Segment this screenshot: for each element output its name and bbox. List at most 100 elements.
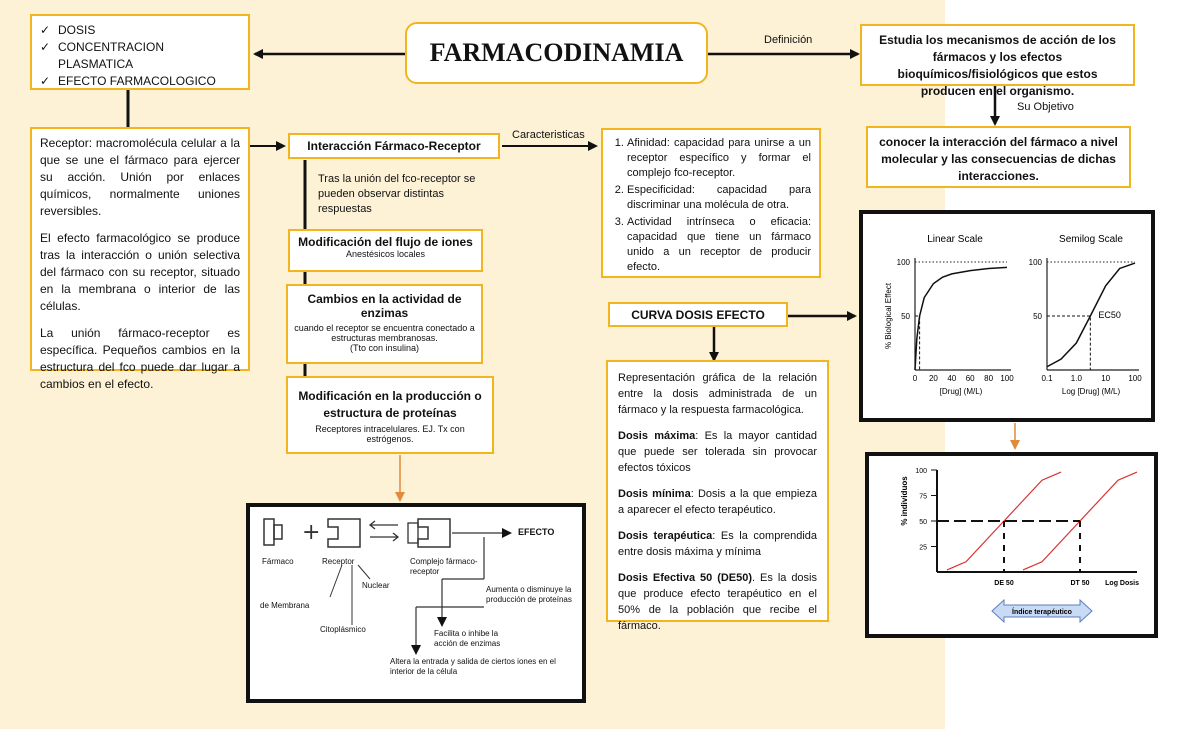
checklist-item: EFECTO FARMACOLOGICO [40,73,240,90]
curve-item: Dosis máxima: Es la mayor cantidad que p… [618,428,817,476]
response-title-proteins: Modificación en la producción o estructu… [298,389,482,420]
chart1-ylabel: % Biological Effect [884,282,893,349]
dist-xlabel: Log Dosis [1105,580,1139,587]
characteristics-list: Afinidad: capacidad para unirse a un rec… [609,136,811,275]
mech-receptor: Receptor [322,557,355,566]
chart1-xtick: 0 [913,374,918,383]
curve-item: Dosis terapéutica: Es la comprendida ent… [618,528,817,560]
curve-description-box: Representación gráfica de la relación en… [606,360,829,632]
curve-item-text: . Es la dosis que produce efecto terapéu… [618,572,817,632]
chart2-title: Semilog Scale [1059,234,1123,245]
response-box-enzymes: Cambios en la actividad de enzimas cuand… [286,284,483,364]
checklist-item: CONCENTRACION PLASMATICA [40,39,240,73]
dist-ylabel: % individuos [900,476,909,526]
definition-box: Estudia los mecanismos de acción de los … [860,24,1135,98]
chart1-ytick: 50 [901,312,910,321]
chart1-marker [915,315,921,370]
curve-description: Representación gráfica de la relación en… [618,372,817,416]
curve-title: CURVA DOSIS EFECTO [631,307,765,322]
checklist-item: DOSIS [40,22,240,39]
complex-shape [417,518,451,548]
characteristic-item: Afinidad: capacidad para unirse a un rec… [627,136,811,181]
chart1-series-line [914,266,1008,371]
checklist-box: DOSISCONCENTRACION PLASMATICAEFECTO FARM… [30,14,250,90]
receptor-p1: Receptor: macromolécula celular a la que… [40,136,240,218]
chart2-xtick: 1.0 [1071,374,1083,383]
chart2-series-line [1046,262,1136,368]
definition-text: Estudia los mecanismos de acción de los … [879,33,1116,98]
chart2-marker [1047,315,1091,370]
dist-xtick: DT 50 [1070,580,1089,587]
mech-citoplasmico: Citoplásmico [320,625,366,634]
receptor-p3: La unión fármaco-receptor es específica.… [40,326,240,391]
svg-text:+: + [302,520,320,545]
curve-title-box: CURVA DOSIS EFECTO [608,302,788,327]
curve-item-term: Dosis mínima [618,488,691,500]
equilibrium-arrows [368,520,400,542]
chart1-xtick: 40 [947,374,956,383]
chart1-xlabel: [Drug] (M/L) [940,387,983,396]
curve-item-term: Dosis terapéutica [618,530,713,542]
response-title-enzymes: Cambios en la actividad de enzimas [307,292,462,320]
characteristics-label: Caracteristicas [512,129,585,141]
chart2-xlabel: Log [Drug] (M/L) [1062,387,1121,396]
objective-text: conocer la interacción del fármaco a niv… [879,135,1118,183]
curve-items: Dosis máxima: Es la mayor cantidad que p… [618,428,817,634]
chart1-xtick: 60 [966,374,975,383]
mech-nuclear: Nuclear [362,581,390,590]
response-box-proteins: Modificación en la producción o estructu… [286,376,494,454]
objective-box: conocer la interacción del fármaco a niv… [866,126,1131,188]
chart1-ytick: 100 [897,258,911,267]
chart2-xtick: 100 [1128,374,1142,383]
interaction-box: Interacción Fármaco-Receptor [288,133,500,159]
mech-aumenta: Aumenta o disminuye la producción de pro… [486,585,572,604]
chart2-annotation: EC50 [1098,310,1121,320]
curve-item-text: : Es la comprendida entre dosis máxima y… [618,530,818,558]
response-box-ions: Modificación del flujo de iones Anestési… [288,229,483,272]
definition-label: Definición [764,34,813,46]
characteristics-box: Afinidad: capacidad para unirse a un rec… [601,128,821,278]
characteristic-item: Actividad intrínseca o eficacia: capacid… [627,215,811,275]
dist-ytick: 50 [919,519,927,526]
title-box: FARMACODINAMIA [405,22,708,84]
mech-complejo: Complejo fármaco-receptor [410,557,478,576]
receptor-shape [327,518,361,548]
mech-de-membrana: de Membrana [260,601,310,610]
chart2-xtick: 0.1 [1041,374,1053,383]
receptor-p2: El efecto farmacológico se produce tras … [40,231,240,313]
mechanism-drawing: + [263,518,512,655]
characteristic-item: Especificidad: capacidad para discrimina… [627,183,811,213]
chart2-xtick: 10 [1101,374,1110,383]
therapeutic-index-arrow [991,598,1093,624]
drug-shape [263,518,275,546]
objective-label: Su Objetivo [1017,101,1074,113]
chart1-title: Linear Scale [927,234,983,245]
chart1-xtick: 20 [929,374,938,383]
receptor-box: Receptor: macromolécula celular a la que… [30,127,250,391]
chart2-ytick: 50 [1033,312,1042,321]
dist-ytick: 100 [915,468,927,475]
curve-item: Dosis Efectiva 50 (DE50). Es la dosis qu… [618,570,817,634]
chart2-ytick: 100 [1029,258,1043,267]
mech-altera: Altera la entrada y salida de ciertos io… [390,657,556,676]
mech-facilita: Facilita o inhibe la acción de enzimas [434,629,501,648]
response-sub2-enzymes: (Tto con insulina) [349,343,420,353]
therapeutic-index-label: Índice terapéutico [1012,607,1072,616]
curve-item-term: Dosis Efectiva 50 (DE50) [618,572,753,584]
response-sub-enzymes: cuando el receptor se encuentra conectad… [294,323,475,343]
response-sub-proteins: Receptores intracelulares. EJ. Tx con es… [315,424,465,444]
mech-efecto: EFECTO [518,527,555,537]
mech-farmaco: Fármaco [262,557,294,566]
interaction-after-text: Tras la unión del fco-receptor se pueden… [318,173,476,215]
curve-item: Dosis mínima: Dosis a la que empieza a a… [618,486,817,518]
page-title: FARMACODINAMIA [429,38,684,67]
response-sub-ions: Anestésicos locales [345,249,426,259]
dist-ytick: 75 [919,494,927,501]
dist-xtick: DE 50 [994,580,1014,587]
curve-item-text: : Dosis a la que empieza a aparecer el e… [618,488,818,516]
